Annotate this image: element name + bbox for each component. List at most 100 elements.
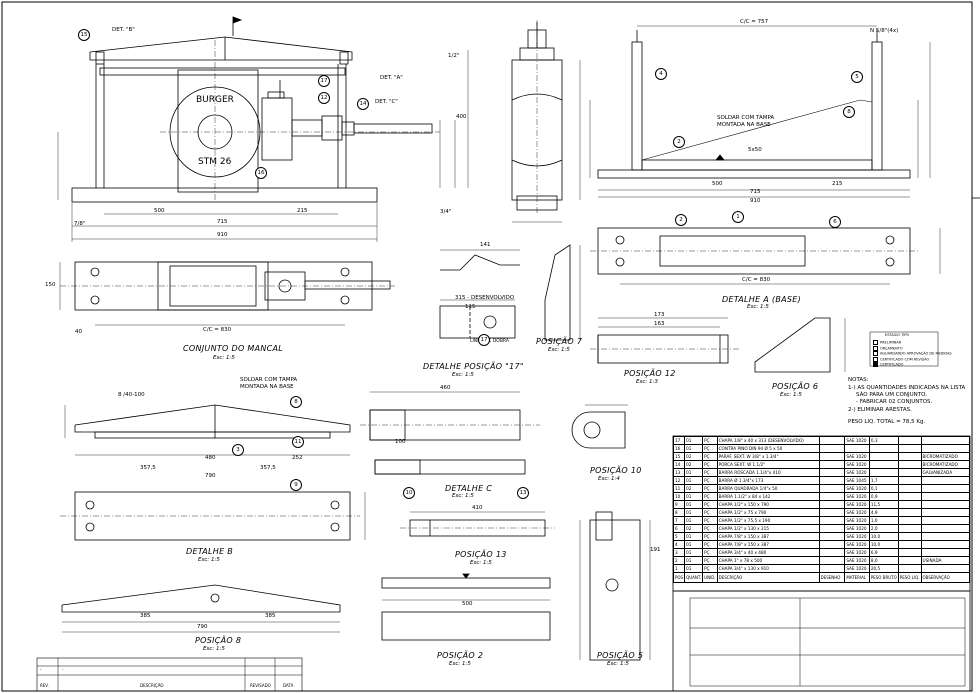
bom-cell: 02 bbox=[684, 484, 704, 493]
bom-cell: SAE 1020 bbox=[844, 524, 870, 533]
balloon-14: 14 bbox=[357, 98, 369, 110]
det-a-label: DET. "A" bbox=[380, 75, 403, 81]
bom-cell: 8 bbox=[672, 508, 686, 517]
pos5-caption: POSIÇÃO 5 bbox=[597, 651, 644, 660]
bom-cell: USINADA bbox=[920, 556, 971, 565]
bom-cell bbox=[920, 564, 971, 573]
bom-cell bbox=[868, 460, 899, 469]
bom-cell: PÇ bbox=[702, 508, 718, 517]
dim-1-2: 1/2" bbox=[448, 53, 460, 59]
legend-checkbox bbox=[873, 356, 878, 362]
bom-cell: PÇ bbox=[702, 500, 718, 509]
bom-cell: BARRA 1.1/2" x 84 x 142 bbox=[716, 492, 820, 501]
balloon-17b: 17 bbox=[478, 334, 490, 346]
bom-cell bbox=[897, 548, 922, 557]
bom-cell: 9 bbox=[672, 500, 686, 509]
bom-cell: 1 bbox=[672, 564, 686, 573]
bom-cell: SAE 1020 bbox=[844, 540, 870, 549]
bom-cell: BICROMATIZADO bbox=[920, 460, 971, 469]
bom-cell: PÇ bbox=[702, 564, 718, 573]
dim-cc830-b: C/C = 830 bbox=[742, 277, 771, 283]
bom-cell: 01 bbox=[684, 516, 704, 525]
bom-cell: PÇ bbox=[702, 540, 718, 549]
pos10-scale: Esc: 1:4 bbox=[598, 476, 620, 482]
detail-17 bbox=[439, 249, 520, 339]
dim-cc830-a: C/C = 830 bbox=[203, 327, 232, 333]
bom-cell: 8,0 bbox=[868, 556, 899, 565]
bom-cell bbox=[897, 460, 922, 469]
bom-cell: 2 bbox=[672, 556, 686, 565]
dim-3-4: 3/4" bbox=[440, 209, 452, 215]
legend-item-label: CERTIFICADO bbox=[880, 362, 904, 367]
bom-cell bbox=[818, 460, 846, 469]
dim-500-c: 500 bbox=[462, 601, 473, 607]
bom-cell bbox=[818, 436, 846, 445]
bom-cell: 01 bbox=[684, 532, 704, 541]
detalhe-17-scale: Esc: 1:5 bbox=[452, 372, 474, 378]
balloon-6: 6 bbox=[829, 216, 841, 228]
dim-cc757: C/C = 757 bbox=[740, 19, 769, 25]
bom-header-cell: POS bbox=[672, 572, 686, 583]
bom-cell: PÇ bbox=[702, 516, 718, 525]
bom-cell: 13 bbox=[672, 468, 686, 477]
bom-cell bbox=[897, 564, 922, 573]
mancal-side-view bbox=[511, 20, 581, 223]
balloon-8b: 8 bbox=[290, 396, 302, 408]
detail-b-front bbox=[64, 404, 351, 456]
bom-header-cell: DESENHO bbox=[818, 572, 846, 583]
notes-weight: PESO LIQ. TOTAL = 78,5 Kg. bbox=[848, 419, 926, 425]
burger-text: BURGER bbox=[196, 95, 234, 105]
balloon-11: 11 bbox=[292, 436, 304, 448]
position-12 bbox=[590, 317, 740, 364]
bom-cell: BARRA Ø 1.3/4"x 173 bbox=[716, 476, 820, 485]
rev-dash-1: - bbox=[40, 667, 42, 672]
bom-cell: CHAPA 1/2" x 150 x 790 bbox=[716, 500, 820, 509]
dim-163: 163 bbox=[654, 321, 665, 327]
detail-b-plan bbox=[60, 491, 366, 541]
detail-c bbox=[360, 391, 540, 475]
bom-header-cell: PESO BRUTO bbox=[868, 572, 899, 583]
notes-line3: - FABRICAR 02 CONJUNTOS. bbox=[856, 399, 933, 405]
bom-cell bbox=[920, 444, 971, 453]
bom-header-cell: DESCRIÇÃO bbox=[716, 572, 820, 583]
bom-cell: CHAPA 1/2" x 130 x 215 bbox=[716, 524, 820, 533]
bom-cell: 10 bbox=[672, 492, 686, 501]
pos7-scale: Esc: 1:5 bbox=[548, 347, 570, 353]
dim-252: 252 bbox=[292, 455, 303, 461]
bom-cell: 1,0 bbox=[868, 516, 899, 525]
bom-cell bbox=[897, 452, 922, 461]
dim-385-a: 385 bbox=[140, 613, 151, 619]
dim-100: 100 bbox=[395, 439, 406, 445]
pos8-caption: POSIÇÃO 8 bbox=[195, 636, 242, 645]
conjunto-scale: Esc: 1:5 bbox=[213, 355, 235, 361]
bom-cell: 01 bbox=[684, 556, 704, 565]
bom-cell: 2,0 bbox=[868, 524, 899, 533]
bom-cell: SAE 1045 bbox=[844, 476, 870, 485]
balloon-5: 5 bbox=[851, 71, 863, 83]
pos6-caption: POSIÇÃO 6 bbox=[772, 382, 819, 391]
dim-410: 410 bbox=[472, 505, 483, 511]
dim-191: 191 bbox=[650, 547, 661, 553]
bom-cell: 0,3 bbox=[868, 436, 899, 445]
bom-cell: 3 bbox=[672, 548, 686, 557]
bom-cell bbox=[897, 444, 922, 453]
bom-cell: SAE 1020 bbox=[844, 500, 870, 509]
bom-cell: PÇ bbox=[702, 468, 718, 477]
bom-header-cell: OBSERVAÇÃO bbox=[920, 572, 971, 583]
pos13-scale: Esc: 1:5 bbox=[470, 560, 492, 566]
dim-8-40-100: 8 /40-100 bbox=[118, 392, 145, 398]
bom-header-cell: PESO LIQ. bbox=[897, 572, 922, 583]
bom-header-cell: QUANT. bbox=[684, 572, 704, 583]
bom-cell: SAE 1020 bbox=[844, 564, 870, 573]
balloon-3: 3 bbox=[232, 444, 244, 456]
detalhe-b-scale: Esc: 1:5 bbox=[198, 557, 220, 563]
dim-500-b: 500 bbox=[712, 181, 723, 187]
bom-cell bbox=[818, 540, 846, 549]
bom-cell bbox=[818, 476, 846, 485]
balloon-13: 13 bbox=[517, 487, 529, 499]
bom-cell bbox=[920, 500, 971, 509]
